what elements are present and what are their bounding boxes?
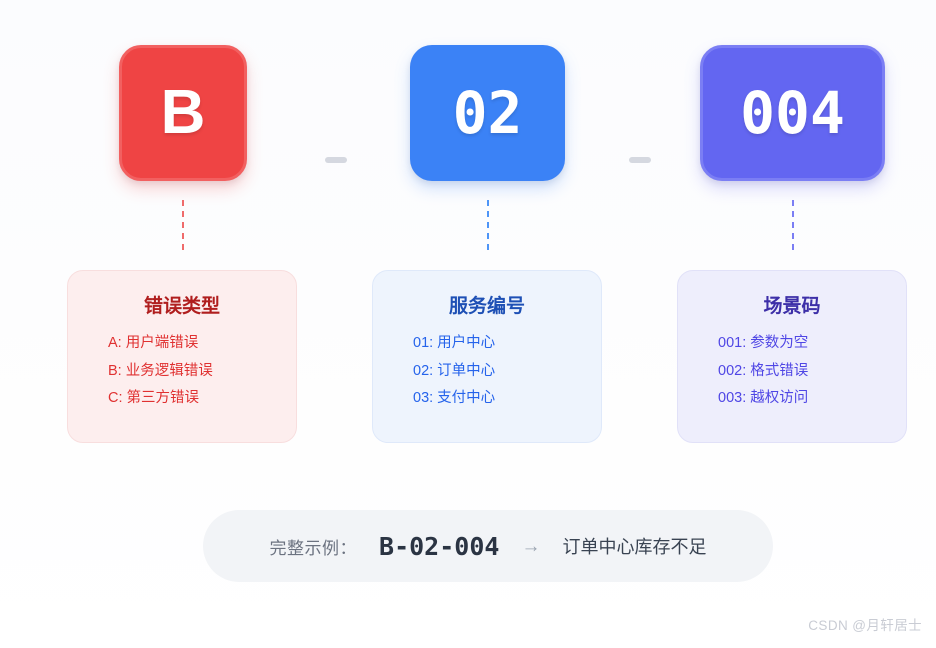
code-card-service-no: 02 (410, 45, 565, 181)
legend-title-scene-code: 场景码 (763, 296, 821, 317)
watermark: CSDN @月轩居士 (808, 618, 922, 633)
code-card-error-type-value: B (160, 78, 206, 147)
legend-title-error-type: 错误类型 (143, 296, 220, 317)
example-code-value: B-02-004 (379, 531, 500, 561)
legend-card-scene-code: 场景码 001: 参数为空 002: 格式错误 003: 越权访问 (677, 270, 907, 443)
legend-card-error-type: 错误类型 A: 用户端错误 B: 业务逻辑错误 C: 第三方错误 (67, 270, 297, 443)
legend-item: B: 业务逻辑错误 (108, 362, 213, 379)
legend-title-service-no: 服务编号 (448, 296, 525, 317)
legend-item: 03: 支付中心 (413, 390, 496, 407)
code-card-scene-code-value: 004 (740, 79, 845, 147)
dash-separator-1 (325, 157, 347, 163)
code-card-error-type: B (119, 45, 247, 181)
full-example-pill: 完整示例： B-02-004 → 订单中心库存不足 (203, 510, 773, 582)
connector-line-service-no (487, 200, 489, 250)
arrow-right-icon: → (521, 535, 541, 557)
dash-separator-2 (629, 157, 651, 163)
legend-item: 002: 格式错误 (718, 362, 809, 379)
legend-card-service-no: 服务编号 01: 用户中心 02: 订单中心 03: 支付中心 (372, 270, 602, 443)
legend-items-error-type: A: 用户端错误 B: 业务逻辑错误 C: 第三方错误 (68, 334, 296, 409)
legend-item: C: 第三方错误 (108, 390, 200, 407)
legend-item: 003: 越权访问 (718, 390, 809, 407)
legend-item: 001: 参数为空 (718, 335, 809, 351)
code-card-scene-code: 004 (700, 45, 885, 181)
example-result-text: 订单中心库存不足 (562, 537, 707, 557)
legend-items-scene-code: 001: 参数为空 002: 格式错误 003: 越权访问 (678, 334, 906, 409)
connector-line-error-type (182, 200, 184, 250)
legend-items-service-no: 01: 用户中心 02: 订单中心 03: 支付中心 (373, 334, 601, 409)
example-label: 完整示例： (269, 538, 358, 558)
connector-line-scene-code (792, 200, 794, 250)
legend-item: 02: 订单中心 (413, 362, 496, 379)
code-card-service-no-value: 02 (452, 79, 523, 147)
code-cards-row: B 02 004 (0, 45, 936, 181)
legend-item: A: 用户端错误 (108, 335, 199, 351)
legend-item: 01: 用户中心 (413, 335, 496, 351)
